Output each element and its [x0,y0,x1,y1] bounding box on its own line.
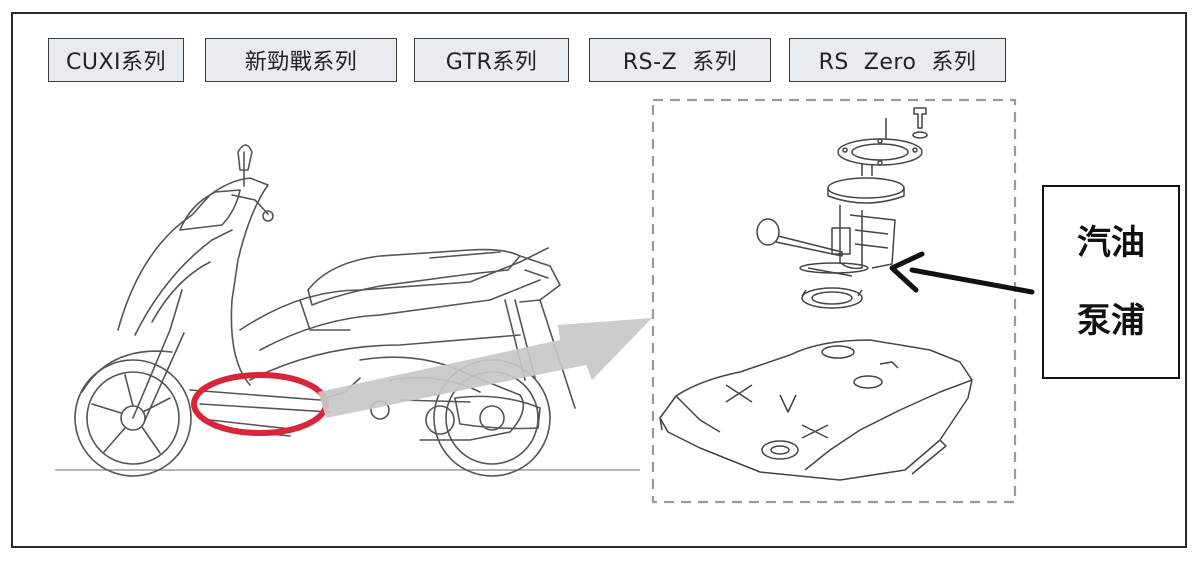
series-tag-rszero: RS Zero 系列 [789,38,1006,82]
pointer-arrow-gray [318,318,652,418]
callout-line-1: 汽油 [1077,223,1145,263]
series-tag-gtr: GTR系列 [414,38,569,82]
scooter-drawing [74,144,576,477]
fuel-pump-assembly [756,107,928,309]
fuel-pump-callout: 汽油 泵浦 [1042,185,1180,379]
series-tag-cuxi: CUXI系列 [48,38,184,82]
fuel-pump-location-highlight [191,372,329,436]
pointer-arrow-black [889,251,1035,295]
series-tag-xinjinzhan: 新勁戰系列 [205,38,397,82]
front-wheel [74,359,192,477]
exploded-view-box [651,98,1017,504]
diagram-frame [11,12,1187,548]
callout-line-2: 泵浦 [1077,301,1145,341]
series-tag-rsz: RS-Z 系列 [589,38,771,82]
fuel-tank [659,339,973,481]
